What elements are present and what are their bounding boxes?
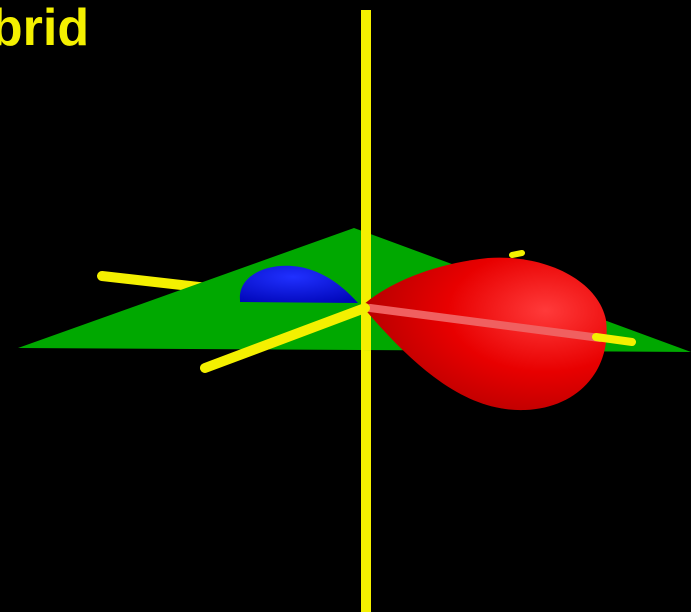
y-axis-right-end xyxy=(592,333,636,346)
axis-stub-top xyxy=(509,250,525,258)
large-lobe xyxy=(362,257,607,411)
title: ybrid xyxy=(0,0,90,57)
y-axis-inside-lobe xyxy=(366,304,604,342)
z-axis-front xyxy=(200,303,370,373)
small-lobe xyxy=(239,265,358,303)
